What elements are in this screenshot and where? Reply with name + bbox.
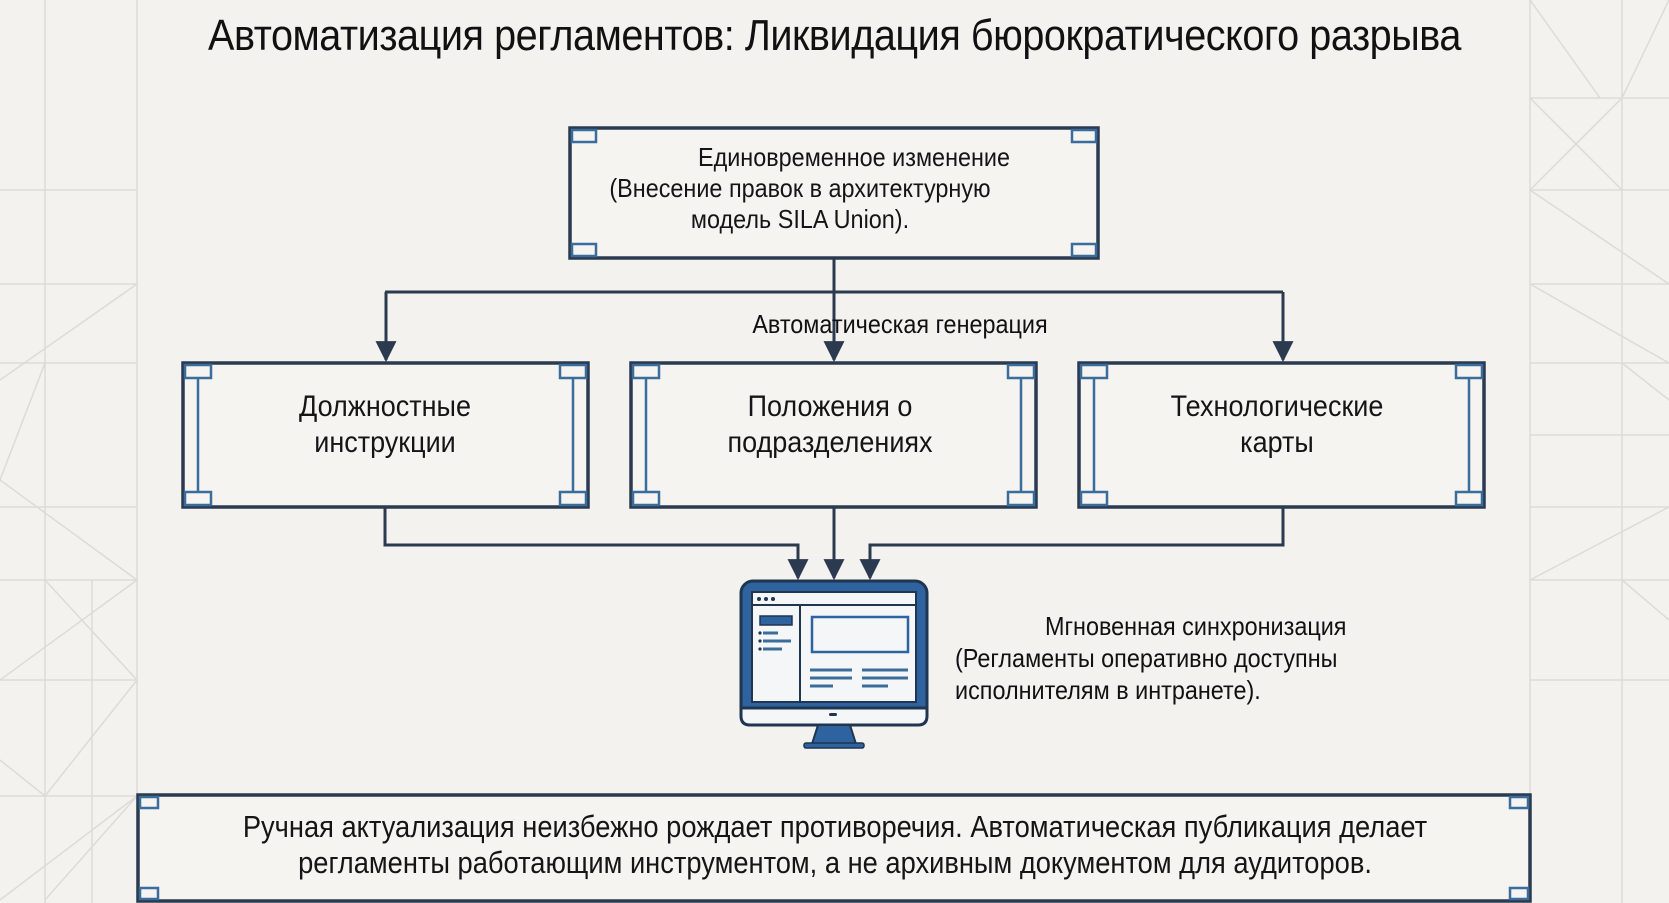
sync-line-3: исполнителям в интранете). [955, 675, 1261, 705]
monitor-intranet-icon [739, 579, 929, 749]
child-box-line: Технологические [1170, 390, 1384, 423]
sync-description: Мгновенная синхронизация (Регламенты опе… [955, 610, 1387, 706]
child-box-process-maps: Технологические карты [1097, 380, 1457, 470]
child-box-frame-3 [1077, 361, 1486, 509]
child-box-line: Должностные [299, 390, 471, 423]
top-box-line-2: (Внесение правок в архитектурную [609, 172, 991, 203]
conclusion-line-1: Ручная актуализация неизбежно рождает пр… [242, 809, 1428, 844]
conclusion-line-2: регламенты работающим инструментом, а не… [298, 845, 1372, 880]
child-box-frame-2 [629, 361, 1038, 509]
sync-connectors [383, 507, 1285, 581]
sync-line-2: (Регламенты оперативно доступны [955, 643, 1338, 673]
bottom-box-frame [136, 793, 1532, 903]
child-box-line: инструкции [314, 426, 456, 459]
generation-label: Автоматическая генерация [752, 309, 1048, 339]
top-box-line-3: модель SILA Union). [690, 203, 910, 234]
child-box-frame-1 [181, 361, 590, 509]
sync-heading: Мгновенная синхронизация [1045, 611, 1347, 641]
child-box-department-regulations: Положения о подразделениях [650, 380, 1010, 470]
top-box-heading: Единовременное изменение [697, 141, 1011, 172]
page-title: Автоматизация регламентов: Ликвидация бю… [208, 11, 1461, 60]
child-box-job-instructions: Должностные инструкции [205, 380, 565, 470]
bottom-conclusion-box: Ручная актуализация неизбежно рождает пр… [223, 805, 1446, 885]
generation-connectors [375, 258, 1294, 363]
child-box-line: подразделениях [727, 426, 933, 459]
child-box-line: карты [1240, 426, 1314, 459]
top-box: Единовременное изменение (Внесение право… [566, 140, 1034, 236]
child-box-line: Положения о [747, 390, 913, 423]
